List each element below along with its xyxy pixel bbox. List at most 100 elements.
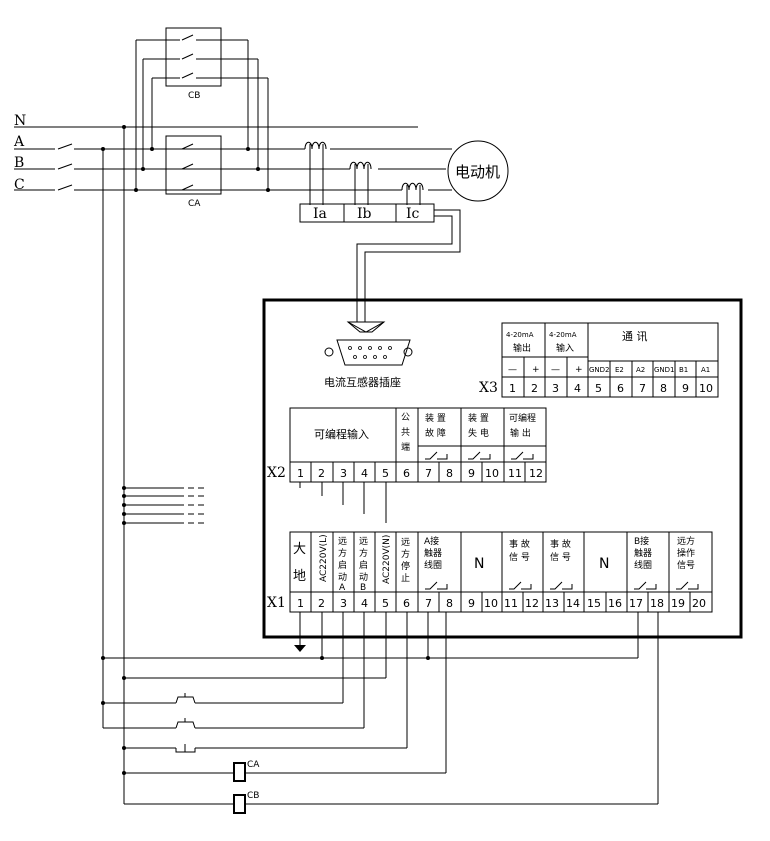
x1-contactor-b-1: B接 — [634, 535, 649, 547]
x3-sign-3: — — [551, 365, 560, 375]
x3-group-out-line2: 输出 — [513, 342, 531, 354]
x2-num-5: 5 — [382, 467, 389, 480]
x3-num-10: 10 — [699, 382, 713, 395]
x1-num-13: 13 — [545, 597, 559, 610]
x2-common-2: 共 — [401, 427, 410, 438]
x1-remote-stop-2: 方 — [401, 548, 410, 560]
x3-comm-gnd1: GND1 — [654, 366, 675, 374]
x1-remote-b-2: 方 — [359, 547, 368, 559]
x3-sign-4: + — [575, 365, 583, 375]
x2-input-wiring — [122, 482, 387, 525]
x1-remote-stop-3: 停 — [401, 560, 410, 572]
x1-num-5: 5 — [382, 597, 389, 610]
x1-accident2-2: 信 号 — [550, 551, 571, 563]
x1-remote-b-3: 启 — [359, 559, 368, 571]
x1-num-18: 18 — [650, 597, 664, 610]
x2-num-4: 4 — [361, 467, 368, 480]
x1-remote-a-3: 启 — [338, 559, 347, 571]
x1-contactor-a-1: A接 — [424, 535, 439, 547]
current-transformers: Ia Ib Ic — [299, 141, 461, 333]
motor: 电动机 — [447, 140, 509, 202]
x1-num-14: 14 — [566, 597, 580, 610]
x2-num-3: 3 — [340, 467, 347, 480]
bus-junctions — [101, 125, 270, 192]
x1-num-19: 19 — [671, 597, 685, 610]
x3-comm-a2: A2 — [636, 366, 645, 374]
x3-num-5: 5 — [595, 382, 602, 395]
x1-num-16: 16 — [608, 597, 622, 610]
x2-num-2: 2 — [318, 467, 325, 480]
x2-common-3: 端 — [401, 441, 410, 453]
x1-num-20: 20 — [692, 597, 706, 610]
x2-num-9: 9 — [468, 467, 475, 480]
x3-group-comm: 通 讯 — [622, 330, 648, 343]
x1-remote-op-1: 远方 — [677, 535, 695, 547]
x1-num-1: 1 — [297, 597, 304, 610]
coil-ca-label: CA — [247, 760, 260, 770]
x3-comm-e2: E2 — [615, 366, 624, 374]
x1-num-6: 6 — [403, 597, 410, 610]
x3-group-out-line1: 4-20mA — [506, 331, 534, 339]
x1-n-1: N — [474, 556, 484, 572]
x1-n-2: N — [599, 556, 609, 572]
x3-sign-2: + — [532, 365, 540, 375]
breaker-ca: CA — [165, 135, 222, 209]
coil-cb-label: CB — [247, 791, 259, 801]
x3-group-in-line2: 输入 — [556, 342, 574, 354]
x2-prog-output-1: 可编程 — [509, 412, 536, 424]
ct-label-ib: Ib — [357, 206, 372, 222]
x1-contactor-b-3: 线圈 — [634, 559, 652, 571]
x1-earth-2: 地 — [293, 569, 306, 584]
phase-label-b: B — [14, 155, 24, 171]
x1-contactor-b-2: 触器 — [634, 547, 652, 559]
x1-name: X1 — [267, 595, 286, 611]
ct-label-ic: Ic — [406, 206, 420, 222]
x3-num-2: 2 — [531, 382, 538, 395]
x1-num-4: 4 — [361, 597, 368, 610]
x3-num-9: 9 — [682, 382, 689, 395]
x1-remote-a-1: 远 — [338, 536, 347, 547]
x1-remote-a-2: 方 — [338, 547, 347, 559]
breaker-ca-label: CA — [188, 199, 201, 209]
x2-prog-input-label: 可编程输入 — [314, 427, 369, 441]
x2-power-loss-2: 失 电 — [468, 427, 489, 439]
x1-contactor-a-3: 线圈 — [424, 559, 442, 571]
x2-prog-output-2: 输 出 — [510, 427, 531, 439]
x3-group-in-line1: 4-20mA — [549, 331, 577, 339]
x1-remote-a-5: A — [339, 583, 346, 593]
x1-remote-op-3: 信号 — [677, 559, 695, 571]
x1-accident2-1: 事 故 — [550, 538, 571, 550]
control-wiring: CA CB — [101, 127, 659, 814]
phase-label-c: C — [14, 177, 25, 193]
x3-comm-a1: A1 — [701, 366, 710, 374]
x1-num-8: 8 — [446, 597, 453, 610]
x1-num-2: 2 — [318, 597, 325, 610]
x1-num-15: 15 — [587, 597, 601, 610]
x1-remote-stop-1: 远 — [401, 537, 410, 548]
x1-accident1-2: 信 号 — [509, 551, 530, 563]
phase-label-n: N — [14, 113, 26, 129]
x2-num-11: 11 — [508, 467, 522, 480]
ct-connector: 电流互感器插座 — [324, 339, 413, 389]
x1-num-12: 12 — [525, 597, 539, 610]
x1-remote-b-1: 远 — [359, 536, 368, 547]
breaker-cb: CB — [135, 27, 269, 190]
device-enclosure — [262, 298, 743, 639]
x1-num-7: 7 — [425, 597, 432, 610]
x1-num-3: 3 — [340, 597, 347, 610]
x1-remote-op-2: 操作 — [677, 547, 695, 559]
x1-remote-b-4: 动 — [359, 572, 368, 583]
x1-num-10: 10 — [484, 597, 498, 610]
x1-remote-a-4: 动 — [338, 572, 347, 583]
x1-ac-n: AC220V(N) — [382, 535, 392, 584]
x3-comm-gnd2: GND2 — [589, 366, 610, 374]
x2-num-12: 12 — [529, 467, 543, 480]
x3-num-4: 4 — [574, 382, 581, 395]
terminal-block-x1: 大 地 AC220V(L) 远 方 启 动 A 远 方 启 动 B AC220V… — [267, 531, 713, 613]
x2-num-7: 7 — [425, 467, 432, 480]
x1-remote-b-5: B — [360, 583, 366, 593]
x3-name: X3 — [479, 380, 498, 396]
x2-common-1: 公 — [401, 412, 410, 423]
terminal-block-x2: 可编程输入 公 共 端 装 置 故 障 装 置 失 电 可编程 输 出 1 2 … — [267, 407, 547, 483]
